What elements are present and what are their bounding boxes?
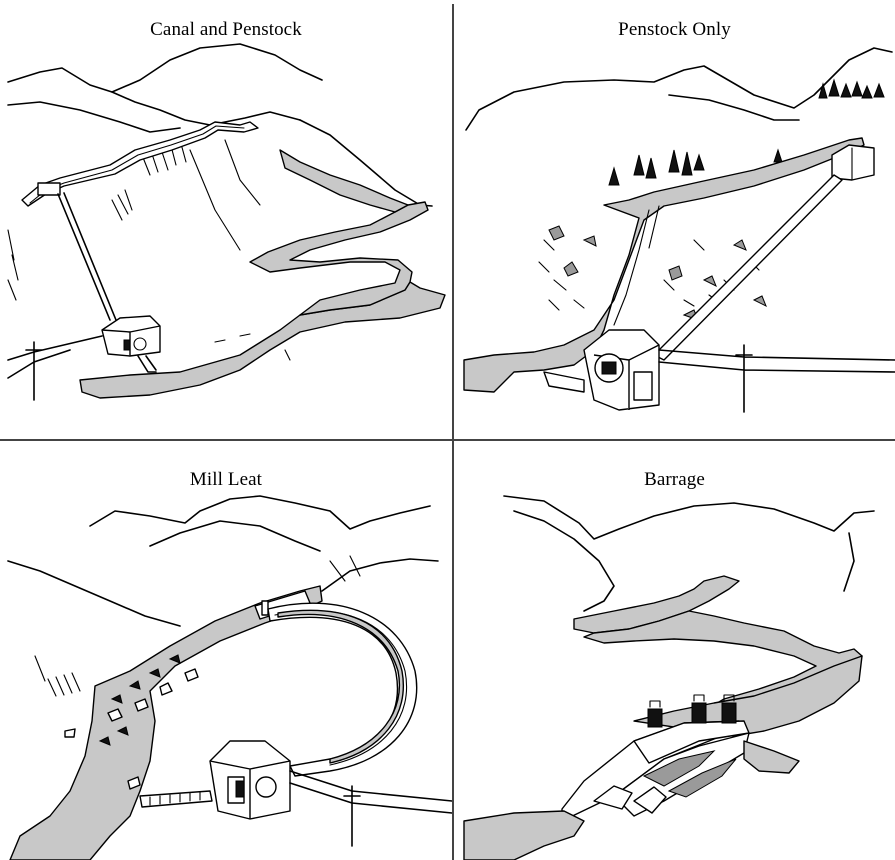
valley-slope-right [844,533,854,591]
mountain-ridge-back [8,44,322,92]
mountain-ridge [466,48,892,130]
turbine-housing [124,340,130,350]
power-line [659,345,895,412]
mountain-ridge-front [669,95,799,120]
leat-channel-outer [268,603,417,776]
river-upper [280,150,408,212]
gate-tower-3 [722,703,736,723]
valley-slope-right [322,559,438,591]
penstock-pipe-left [58,194,110,320]
side-channel [744,741,799,773]
river [10,586,322,860]
forebay-tank [38,183,60,195]
power-line [290,771,452,846]
mountain-ridge-mid [112,92,300,125]
generator [634,372,652,400]
slope-lines [190,140,260,250]
penstock-pipe-right [64,193,116,320]
panel-canal-and-penstock: Canal and Penstock [0,0,452,439]
gate-tower-1 [648,709,662,727]
turbine-hub [236,781,244,797]
turbine-wheel [256,777,276,797]
panel-mill-leat: Mill Leat [0,441,452,860]
barrage-illustration [454,441,895,860]
river-bank-lines [614,206,659,325]
mill-leat-illustration [0,441,452,860]
panel-barrage: Barrage [454,441,895,860]
conifer-trees-far [819,80,884,98]
slope-lines [330,556,360,581]
valley-slope-left [514,511,614,611]
mountain-ridges [90,496,430,551]
conifer-tree-near [774,150,782,162]
tailrace-channel [140,791,212,807]
panel-penstock-only: Penstock Only [454,0,895,439]
conifer-trees-mid [609,150,704,185]
tailwater [464,811,584,860]
tailrace [544,372,584,392]
tailrace-steps [138,356,156,372]
intake-gate [262,601,268,615]
scrub-marks [539,240,759,310]
gate-tower-2 [692,703,706,723]
canal-and-penstock-illustration [0,0,452,439]
turbine-hub [602,362,616,374]
canal-inner-edge [30,126,244,203]
cliff-hatching [35,656,80,696]
mountain-ridge-front [8,102,180,132]
mountain-ridge [504,496,874,539]
valley-slope-left [8,561,180,626]
penstock-only-illustration [454,0,895,439]
